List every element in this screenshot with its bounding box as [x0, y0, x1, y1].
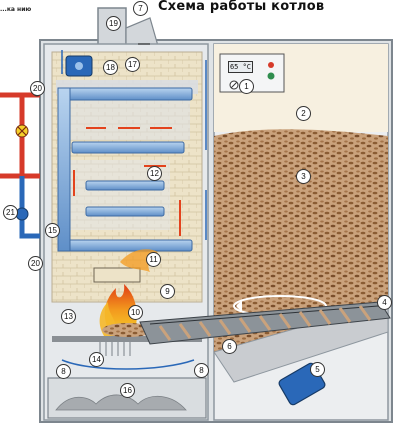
label-12: 12	[147, 166, 162, 181]
label-11: 11	[146, 252, 161, 267]
label-16: 16	[120, 383, 135, 398]
label-8-left: 8	[56, 364, 71, 379]
label-4: 4	[377, 295, 392, 310]
label-14: 14	[89, 352, 104, 367]
label-2: 2	[296, 106, 311, 121]
label-5: 5	[310, 362, 325, 377]
label-20-upper: 20	[30, 81, 45, 96]
label-1: 1	[239, 79, 254, 94]
label-18: 18	[103, 60, 118, 75]
label-8-right: 8	[194, 363, 209, 378]
label-17: 17	[125, 57, 140, 72]
label-19: 19	[106, 16, 121, 31]
clipped-corner-text: ...ка нию	[0, 6, 32, 13]
label-7: 7	[133, 1, 148, 16]
label-21: 21	[3, 205, 18, 220]
diagram-title: Схема работы котлов	[158, 0, 325, 14]
label-3: 3	[296, 169, 311, 184]
label-9: 9	[160, 284, 175, 299]
label-15: 15	[45, 223, 60, 238]
label-20-lower: 20	[28, 256, 43, 271]
label-13: 13	[61, 309, 76, 324]
temperature-display: 65 °C	[228, 61, 253, 73]
label-10: 10	[128, 305, 143, 320]
label-6: 6	[222, 339, 237, 354]
